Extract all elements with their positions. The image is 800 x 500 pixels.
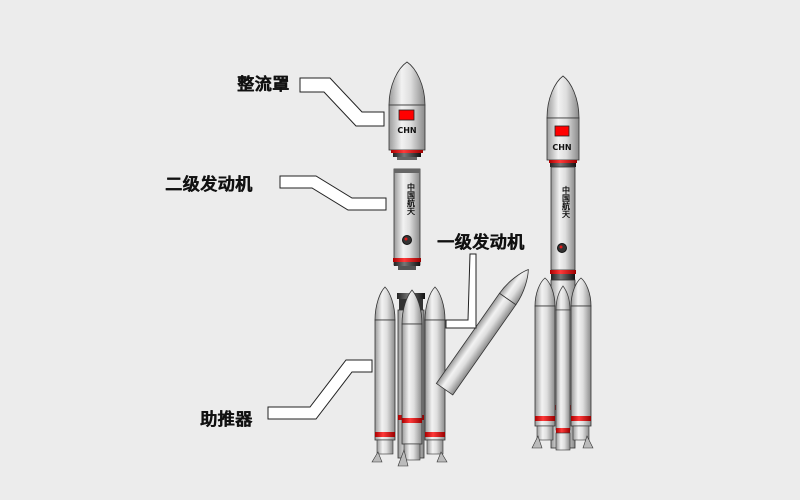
second-stage-leader [279, 175, 387, 211]
flag-icon [554, 125, 570, 137]
label-first-stage-engine: 一级发动机 [437, 233, 525, 253]
label-second-stage-engine: 二级发动机 [165, 175, 253, 195]
first-stage-assembly [371, 286, 448, 467]
country-code-text: CHN [397, 126, 416, 135]
body-mark-text: 中国航天 [406, 182, 416, 216]
country-code-text: CHN [552, 143, 571, 152]
flag-icon [398, 109, 415, 121]
callout-lines [267, 77, 477, 420]
detached-booster-part [435, 268, 529, 396]
fairing-part: CHN [388, 61, 426, 160]
label-fairing: 整流罩 [237, 75, 290, 95]
first-stage-leader [445, 253, 477, 329]
label-booster: 助推器 [200, 410, 253, 430]
body-mark-text: 中国航天 [561, 185, 571, 219]
booster-leader [267, 359, 373, 420]
second-stage-part: 中国航天 [393, 168, 421, 270]
assembled-rocket: CHN 中国航天 [531, 75, 594, 451]
fairing-leader [299, 77, 385, 127]
